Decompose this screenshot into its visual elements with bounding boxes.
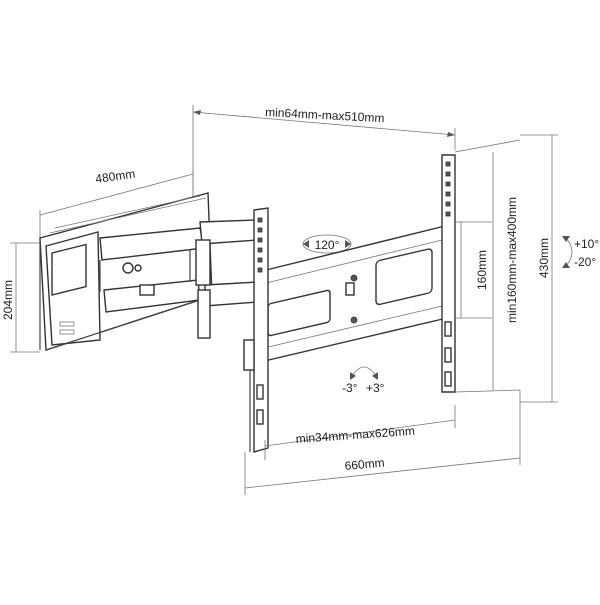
label-vesa-min: 160mm [475, 250, 489, 290]
label-width-range: min64mm-max510mm [265, 105, 385, 125]
tilt-indicator [562, 236, 573, 268]
dimension-vesa-range [454, 139, 521, 393]
mounting-bar [257, 225, 448, 363]
dimension-wall-height [10, 242, 40, 353]
dimension-total-width [244, 390, 521, 495]
rotation-indicator [350, 366, 378, 380]
label-depth: 480mm [94, 167, 136, 186]
articulating-arms [99, 219, 259, 339]
right-bracket-holes [444, 161, 452, 387]
label-extension: min34mm-max626mm [295, 424, 415, 446]
label-tilt-down: -20° [574, 255, 596, 269]
left-vertical-bracket [243, 207, 269, 453]
label-swivel: 120° [315, 238, 340, 252]
label-tilt-up: +10° [574, 237, 599, 251]
label-total-width: 660mm [344, 456, 385, 473]
right-vertical-bracket [441, 154, 456, 393]
label-panel-height: 430mm [537, 238, 551, 278]
dimension-vesa-min [455, 221, 492, 319]
label-vesa-range: min160mm-max400mm [505, 197, 519, 323]
dimension-depth [39, 170, 194, 242]
dimension-panel-height [520, 134, 558, 403]
label-rotate-plus: +3° [366, 381, 385, 395]
swivel-indicator [302, 234, 352, 254]
label-wall-height: 204mm [1, 280, 15, 320]
dimension-extension [264, 405, 456, 460]
left-bracket-holes [256, 217, 264, 425]
label-rotate-minus: -3° [342, 381, 358, 395]
